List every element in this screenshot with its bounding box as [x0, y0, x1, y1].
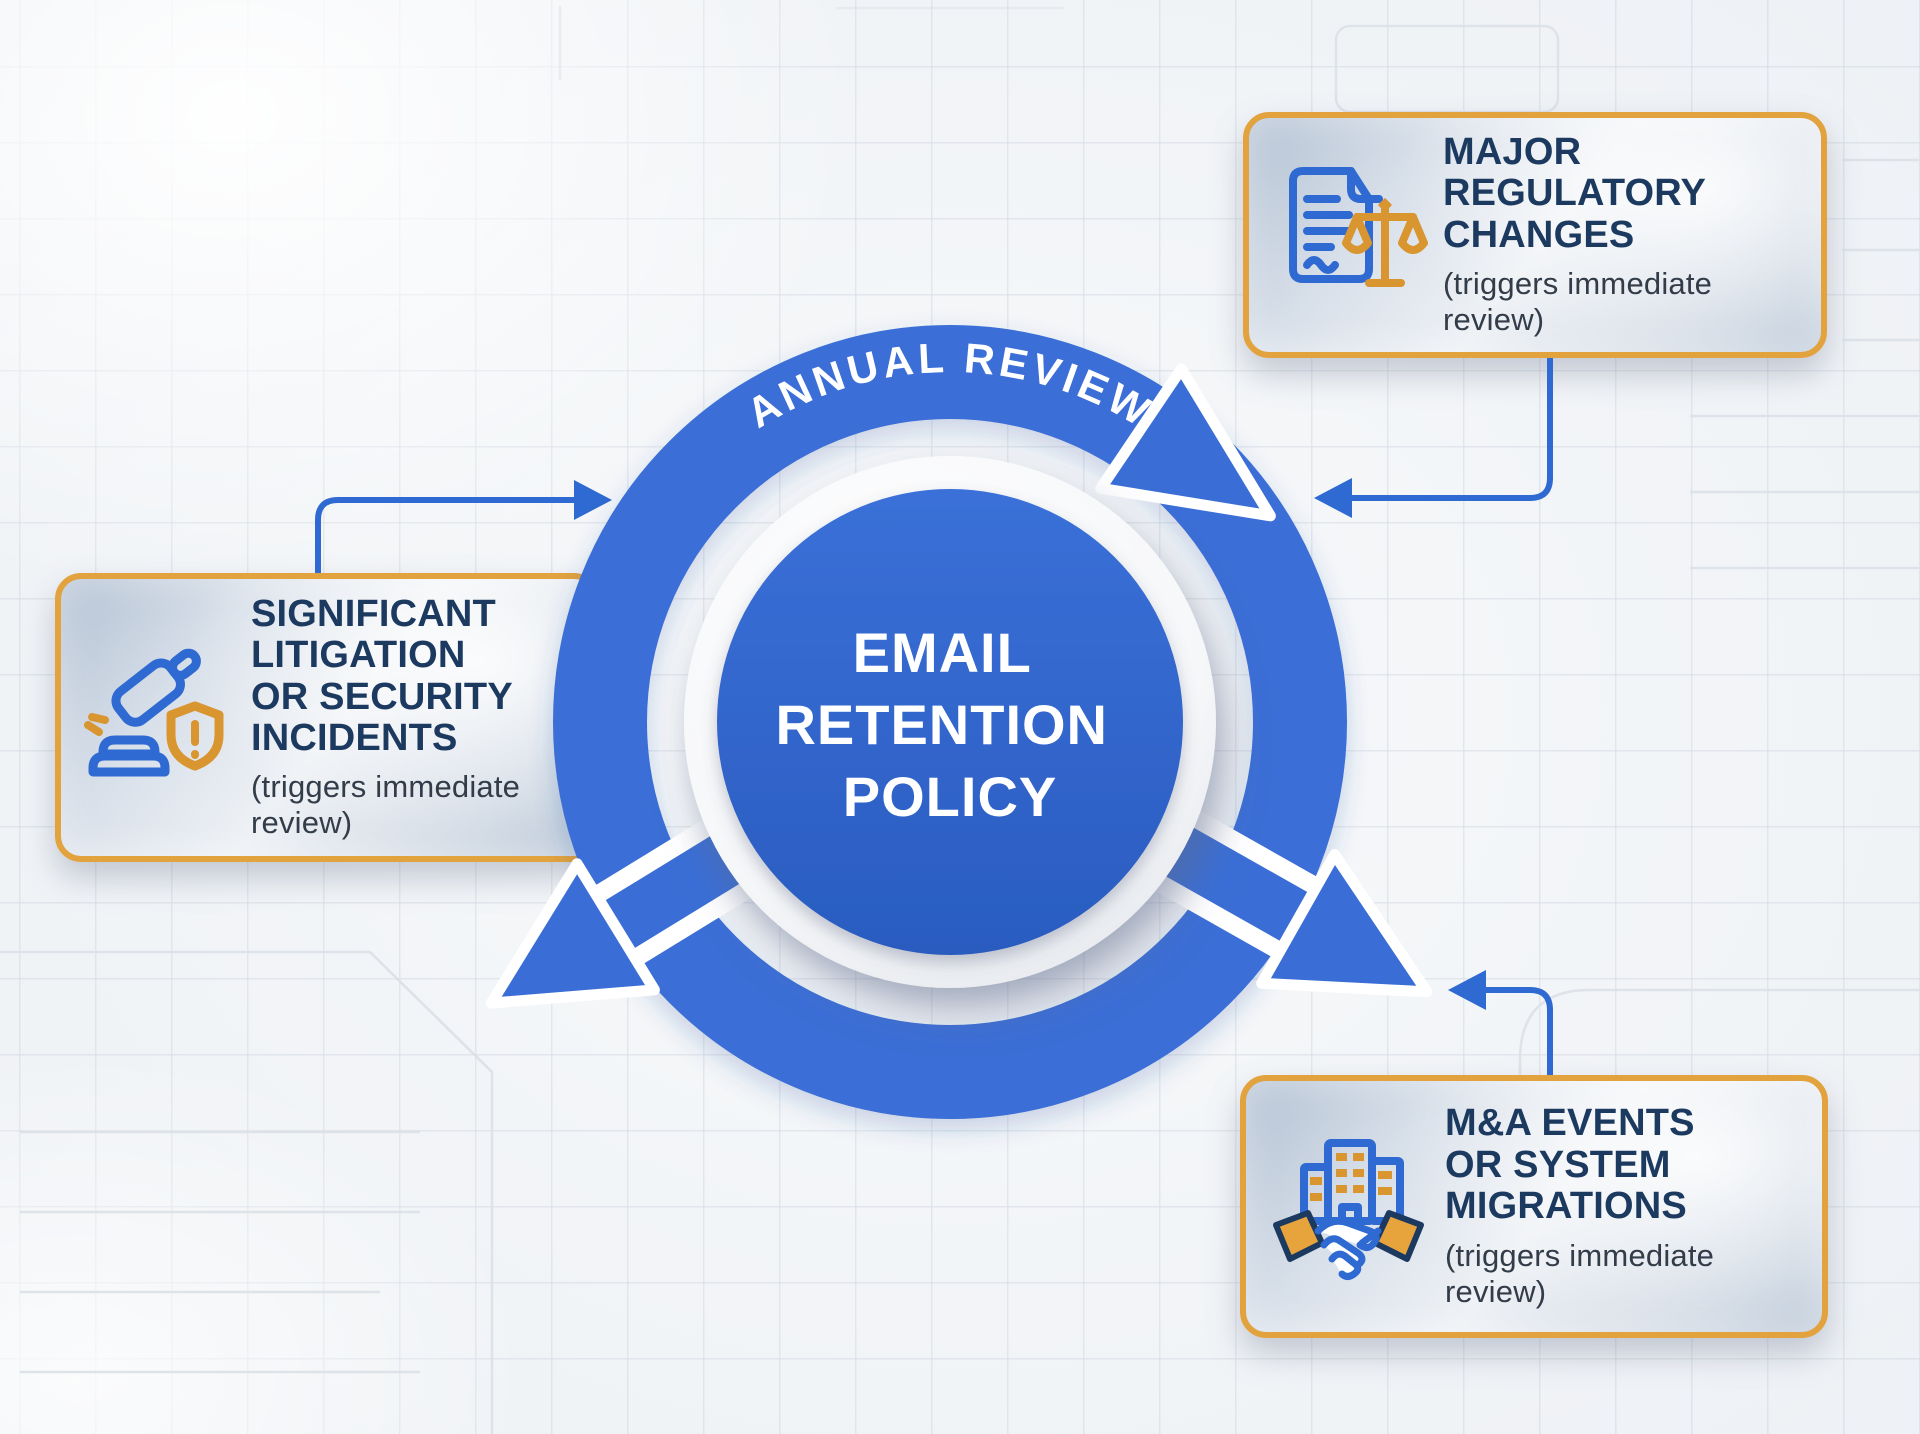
- gavel-shield-icon: [77, 640, 237, 795]
- card-title: MAJOR REGULATORY CHANGES: [1443, 130, 1707, 256]
- card-litigation: SIGNIFICANT LITIGATION OR SECURITY INCID…: [55, 573, 600, 862]
- document-scales-icon: [1269, 155, 1429, 315]
- card-note: (triggers immediate review): [1443, 266, 1713, 338]
- buildings-handshake-icon: [1266, 1127, 1431, 1287]
- card-note: (triggers immediate review): [251, 769, 521, 841]
- card-ma: M&A EVENTS OR SYSTEM MIGRATIONS (trigger…: [1240, 1075, 1828, 1338]
- card-title: SIGNIFICANT LITIGATION OR SECURITY INCID…: [251, 592, 513, 759]
- card-regulatory: MAJOR REGULATORY CHANGES (triggers immed…: [1243, 112, 1827, 358]
- card-note: (triggers immediate review): [1445, 1237, 1715, 1309]
- card-title: M&A EVENTS OR SYSTEM MIGRATIONS: [1445, 1102, 1695, 1228]
